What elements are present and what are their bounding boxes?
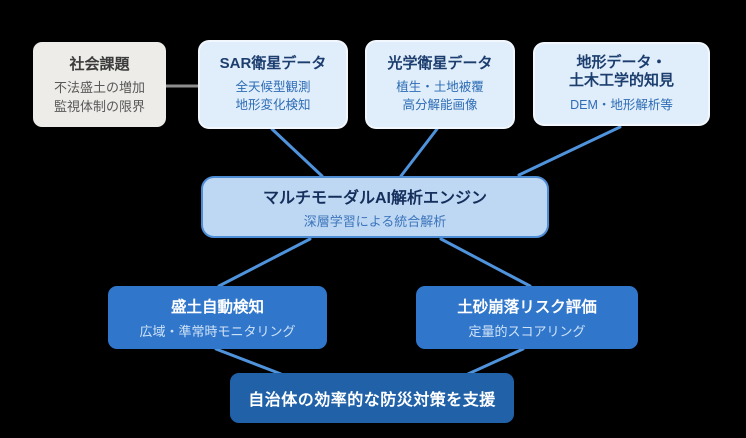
terrain-sub-line1: DEM・地形解析等 xyxy=(570,98,673,113)
node-social-problem: 社会課題 不法盛土の増加 監視体制の限界 xyxy=(33,42,166,127)
optical-title: 光学衛星データ xyxy=(387,54,493,72)
connector-risk-to-outcome xyxy=(466,347,525,376)
sar-title: SAR衛星データ xyxy=(219,54,327,72)
social-problem-title: 社会課題 xyxy=(69,56,130,74)
social-problem-sub-line2: 監視体制の限界 xyxy=(53,98,145,114)
node-landslide-risk-evaluation: 土砂崩落リスク評価 定量的スコアリング xyxy=(416,286,638,349)
connector-optical-to-engine xyxy=(399,127,439,178)
sar-sub-line1: 全天候型観測 xyxy=(235,80,311,95)
embankment-detection-subtitle: 広域・準常時モニタリング xyxy=(139,324,296,339)
node-sar-satellite-data: SAR衛星データ 全天候型観測 地形変化検知 xyxy=(198,40,348,129)
landslide-risk-title: 土砂崩落リスク評価 xyxy=(457,299,597,316)
landslide-risk-subtitle: 定量的スコアリング xyxy=(468,324,586,339)
optical-sub-line2: 高分解能画像 xyxy=(402,98,478,113)
sar-sub-line2: 地形変化検知 xyxy=(235,98,311,113)
social-problem-sub-line1: 不法盛土の増加 xyxy=(53,80,145,96)
ai-engine-title: マルチモーダルAI解析エンジン xyxy=(262,190,487,207)
node-terrain-data: 地形データ・ 土木工学的知見 DEM・地形解析等 xyxy=(533,42,710,126)
node-embankment-detection: 盛土自動検知 広域・準常時モニタリング xyxy=(108,286,327,349)
connector-sar-to-engine xyxy=(270,127,324,178)
embankment-detection-title: 盛土自動検知 xyxy=(170,299,264,316)
node-ai-engine: マルチモーダルAI解析エンジン 深層学習による統合解析 xyxy=(201,176,549,238)
connector-engine-to-risk xyxy=(439,237,532,288)
connector-terrain-to-engine xyxy=(517,125,622,177)
optical-sub-line1: 植生・土地被覆 xyxy=(396,80,484,95)
terrain-title-line1: 地形データ・ xyxy=(576,53,667,71)
connector-engine-to-detection xyxy=(217,237,312,288)
node-optical-satellite-data: 光学衛星データ 植生・土地被覆 高分解能画像 xyxy=(365,40,515,129)
terrain-title-line2: 土木工学的知見 xyxy=(568,72,674,90)
node-outcome: 自治体の効率的な防災対策を支援 xyxy=(230,373,514,423)
connector-detection-to-outcome xyxy=(214,347,283,376)
outcome-title: 自治体の効率的な防災対策を支援 xyxy=(248,392,496,409)
ai-engine-subtitle: 深層学習による統合解析 xyxy=(303,214,447,229)
